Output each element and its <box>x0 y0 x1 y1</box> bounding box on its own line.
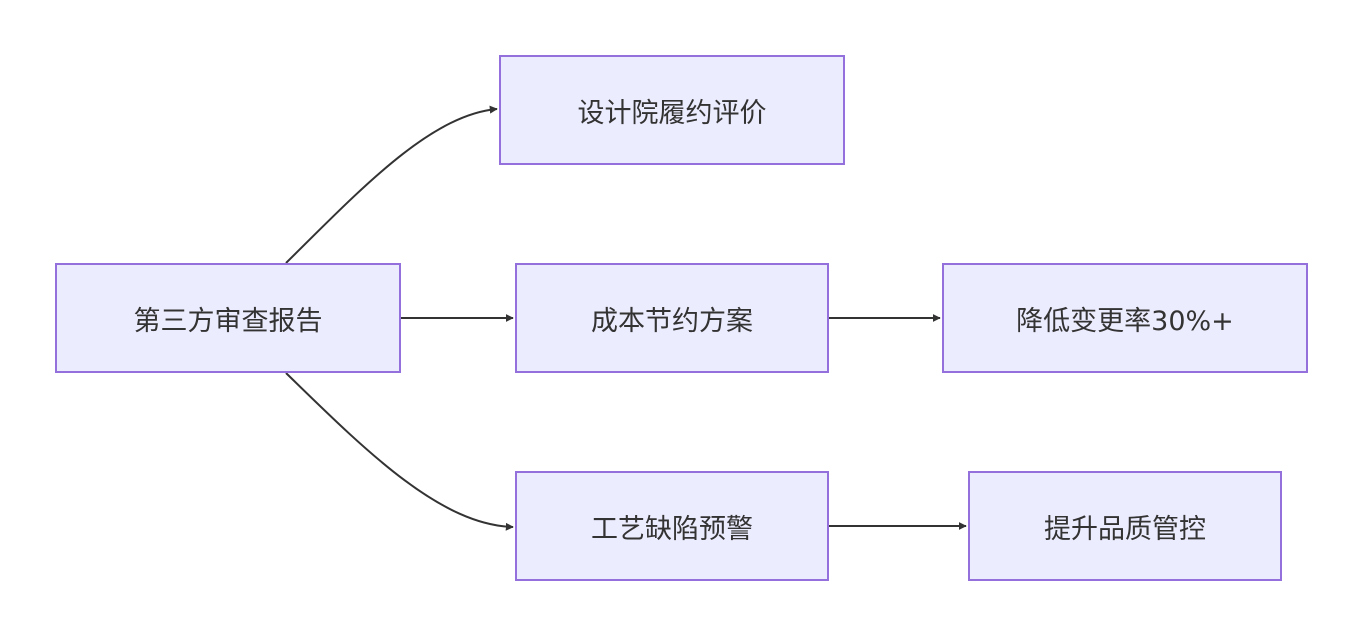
node-design-institute-evaluation: 设计院履约评价 <box>499 55 845 165</box>
node-cost-saving-plan: 成本节约方案 <box>515 263 829 373</box>
edge-report-to-defect <box>285 372 514 531</box>
node-improve-quality-control: 提升品质管控 <box>968 471 1282 581</box>
node-third-party-review-report: 第三方审查报告 <box>55 263 401 373</box>
node-label: 成本节约方案 <box>591 305 753 337</box>
node-label: 提升品质管控 <box>1044 513 1206 545</box>
node-process-defect-warning: 工艺缺陷预警 <box>515 471 829 581</box>
node-label: 第三方审查报告 <box>133 305 323 337</box>
node-label: 工艺缺陷预警 <box>591 513 753 545</box>
node-label: 降低变更率30%+ <box>1016 305 1234 337</box>
node-reduce-change-rate: 降低变更率30%+ <box>942 263 1308 373</box>
node-label: 设计院履约评价 <box>577 97 767 129</box>
edge-report-to-design <box>285 105 498 264</box>
